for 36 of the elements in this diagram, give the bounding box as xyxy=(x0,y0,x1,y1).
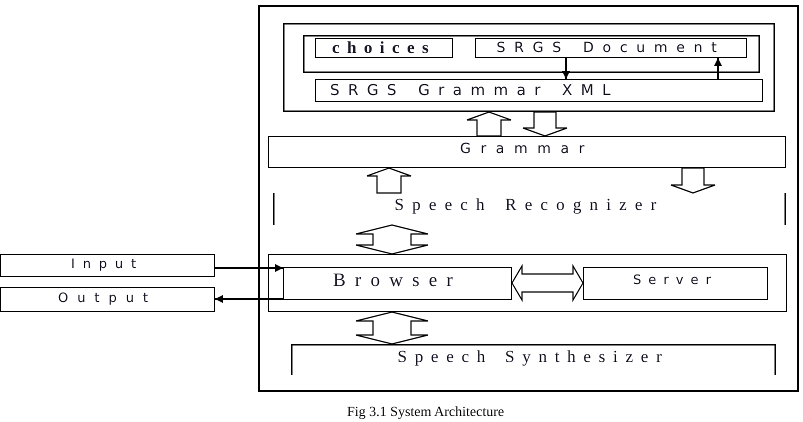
box-label: Grammar xyxy=(460,141,594,158)
process-box xyxy=(0,254,215,277)
arrow xyxy=(215,295,283,303)
box-label: SRGS Document xyxy=(496,40,726,56)
group-box xyxy=(303,35,760,73)
block-arrow xyxy=(355,311,429,345)
block-arrow xyxy=(355,224,429,255)
box-label: SRGS Grammar XML xyxy=(330,82,619,100)
process-box xyxy=(283,267,512,300)
process-box xyxy=(583,267,768,300)
box-label: choices xyxy=(332,38,436,58)
box-label: Server xyxy=(633,274,718,288)
system-frame xyxy=(258,5,799,392)
group-box xyxy=(268,254,787,312)
group-box xyxy=(283,23,775,112)
figure-caption: Fig 3.1 System Architecture xyxy=(347,405,504,422)
block-arrow xyxy=(366,167,412,194)
box-label: Output xyxy=(58,292,157,307)
block-arrow xyxy=(511,264,584,302)
component-band xyxy=(273,193,786,225)
arrow xyxy=(714,58,722,79)
block-arrow xyxy=(466,111,512,137)
arrow xyxy=(562,58,570,79)
process-box xyxy=(315,79,763,102)
box-label: Input xyxy=(70,258,144,273)
component-band xyxy=(291,344,776,375)
process-box xyxy=(315,38,453,58)
box-label: Browser xyxy=(333,270,462,292)
block-arrow xyxy=(670,167,716,194)
arrow xyxy=(215,264,283,272)
box-label: Speech Recognizer xyxy=(394,195,664,215)
box-label: Speech Synthesizer xyxy=(398,347,670,367)
process-box xyxy=(0,287,215,312)
process-box xyxy=(475,38,747,58)
block-arrow xyxy=(522,111,568,137)
process-box xyxy=(268,136,786,168)
